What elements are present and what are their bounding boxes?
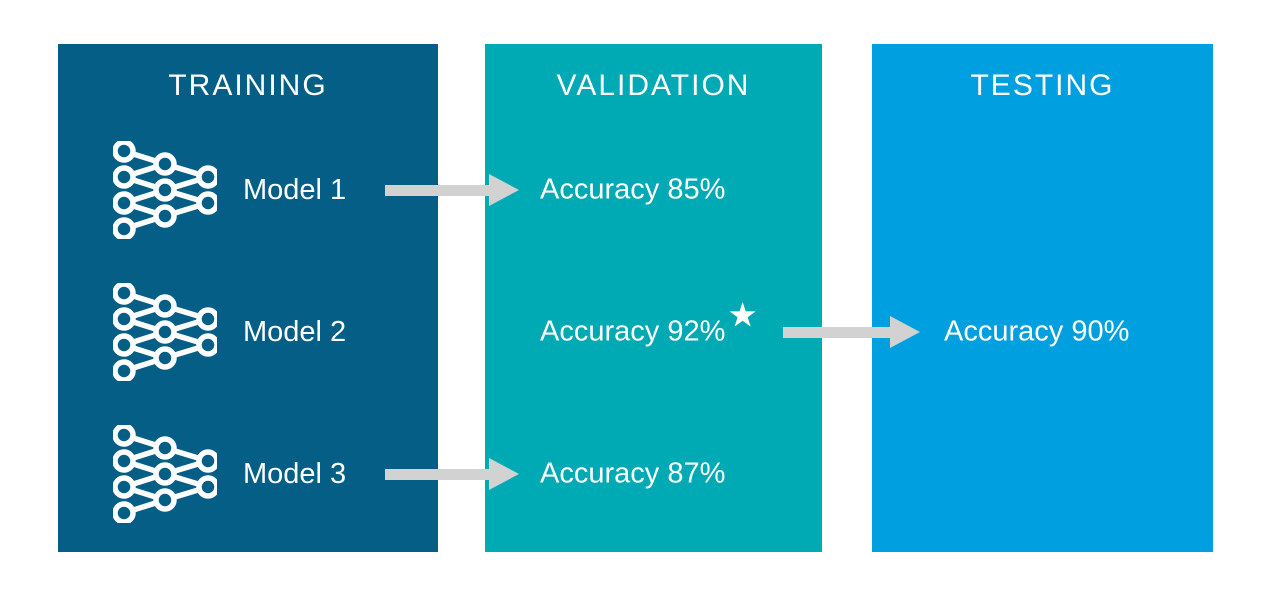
training-panel-title: TRAINING bbox=[168, 69, 328, 102]
validation-result-2-row: Accuracy 92% ★ bbox=[540, 296, 758, 348]
arrowhead-icon bbox=[890, 316, 920, 348]
arrow-shaft bbox=[385, 184, 489, 196]
model-3-label: Model 3 bbox=[243, 457, 347, 490]
arrow-shaft bbox=[783, 326, 890, 338]
arrowhead-icon bbox=[489, 174, 519, 206]
testing-accuracy-label: Accuracy 90% bbox=[944, 315, 1130, 348]
testing-result-row: Accuracy 90% bbox=[872, 316, 1262, 349]
validation-accuracy-1-label: Accuracy 85% bbox=[540, 173, 726, 206]
training-panel: TRAINING Model 1 bbox=[58, 44, 438, 552]
arrowhead-icon bbox=[489, 458, 519, 490]
validation-accuracy-3-label: Accuracy 87% bbox=[540, 457, 726, 490]
testing-panel: TESTING Accuracy 90% bbox=[872, 44, 1213, 552]
validation-panel-title: VALIDATION bbox=[556, 69, 751, 102]
arrow-shaft bbox=[385, 468, 489, 480]
model-1-row: Model 1 bbox=[58, 141, 493, 239]
arrow-model1-to-validation bbox=[385, 174, 519, 206]
testing-panel-title: TESTING bbox=[970, 69, 1115, 102]
validation-accuracy-2-label: Accuracy 92% bbox=[540, 315, 726, 348]
validation-result-1-row: Accuracy 85% bbox=[485, 174, 877, 207]
neural-network-icon bbox=[113, 283, 217, 381]
model-2-label: Model 2 bbox=[243, 315, 347, 348]
model-2-row: Model 2 bbox=[58, 283, 493, 381]
model-3-row: Model 3 bbox=[58, 425, 493, 523]
model-1-label: Model 1 bbox=[243, 173, 347, 206]
validation-panel: VALIDATION Accuracy 85% Accuracy 92% ★ A… bbox=[485, 44, 822, 552]
arrow-model3-to-validation bbox=[385, 458, 519, 490]
neural-network-icon bbox=[113, 141, 217, 239]
validation-result-3-row: Accuracy 87% bbox=[485, 458, 877, 491]
arrow-validation-to-testing bbox=[783, 316, 920, 348]
neural-network-icon bbox=[113, 425, 217, 523]
